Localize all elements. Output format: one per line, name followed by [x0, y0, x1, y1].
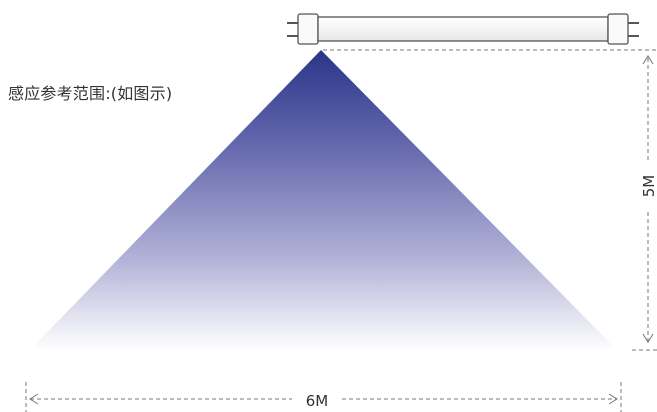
- height-label: 5M: [640, 175, 657, 198]
- width-label: 6M: [306, 392, 329, 410]
- sensing-range-caption: 感应参考范围:(如图示): [8, 84, 173, 103]
- arrow-right-icon: [608, 393, 618, 405]
- arrow-left-icon: [29, 393, 39, 405]
- width-dimension: 6M: [25, 382, 622, 412]
- arrow-down-icon: [642, 333, 654, 343]
- fluorescent-tube-icon: [287, 13, 639, 45]
- sensing-cone: [30, 50, 617, 350]
- arrow-up-icon: [642, 55, 654, 65]
- height-dimension: 5M: [640, 55, 657, 343]
